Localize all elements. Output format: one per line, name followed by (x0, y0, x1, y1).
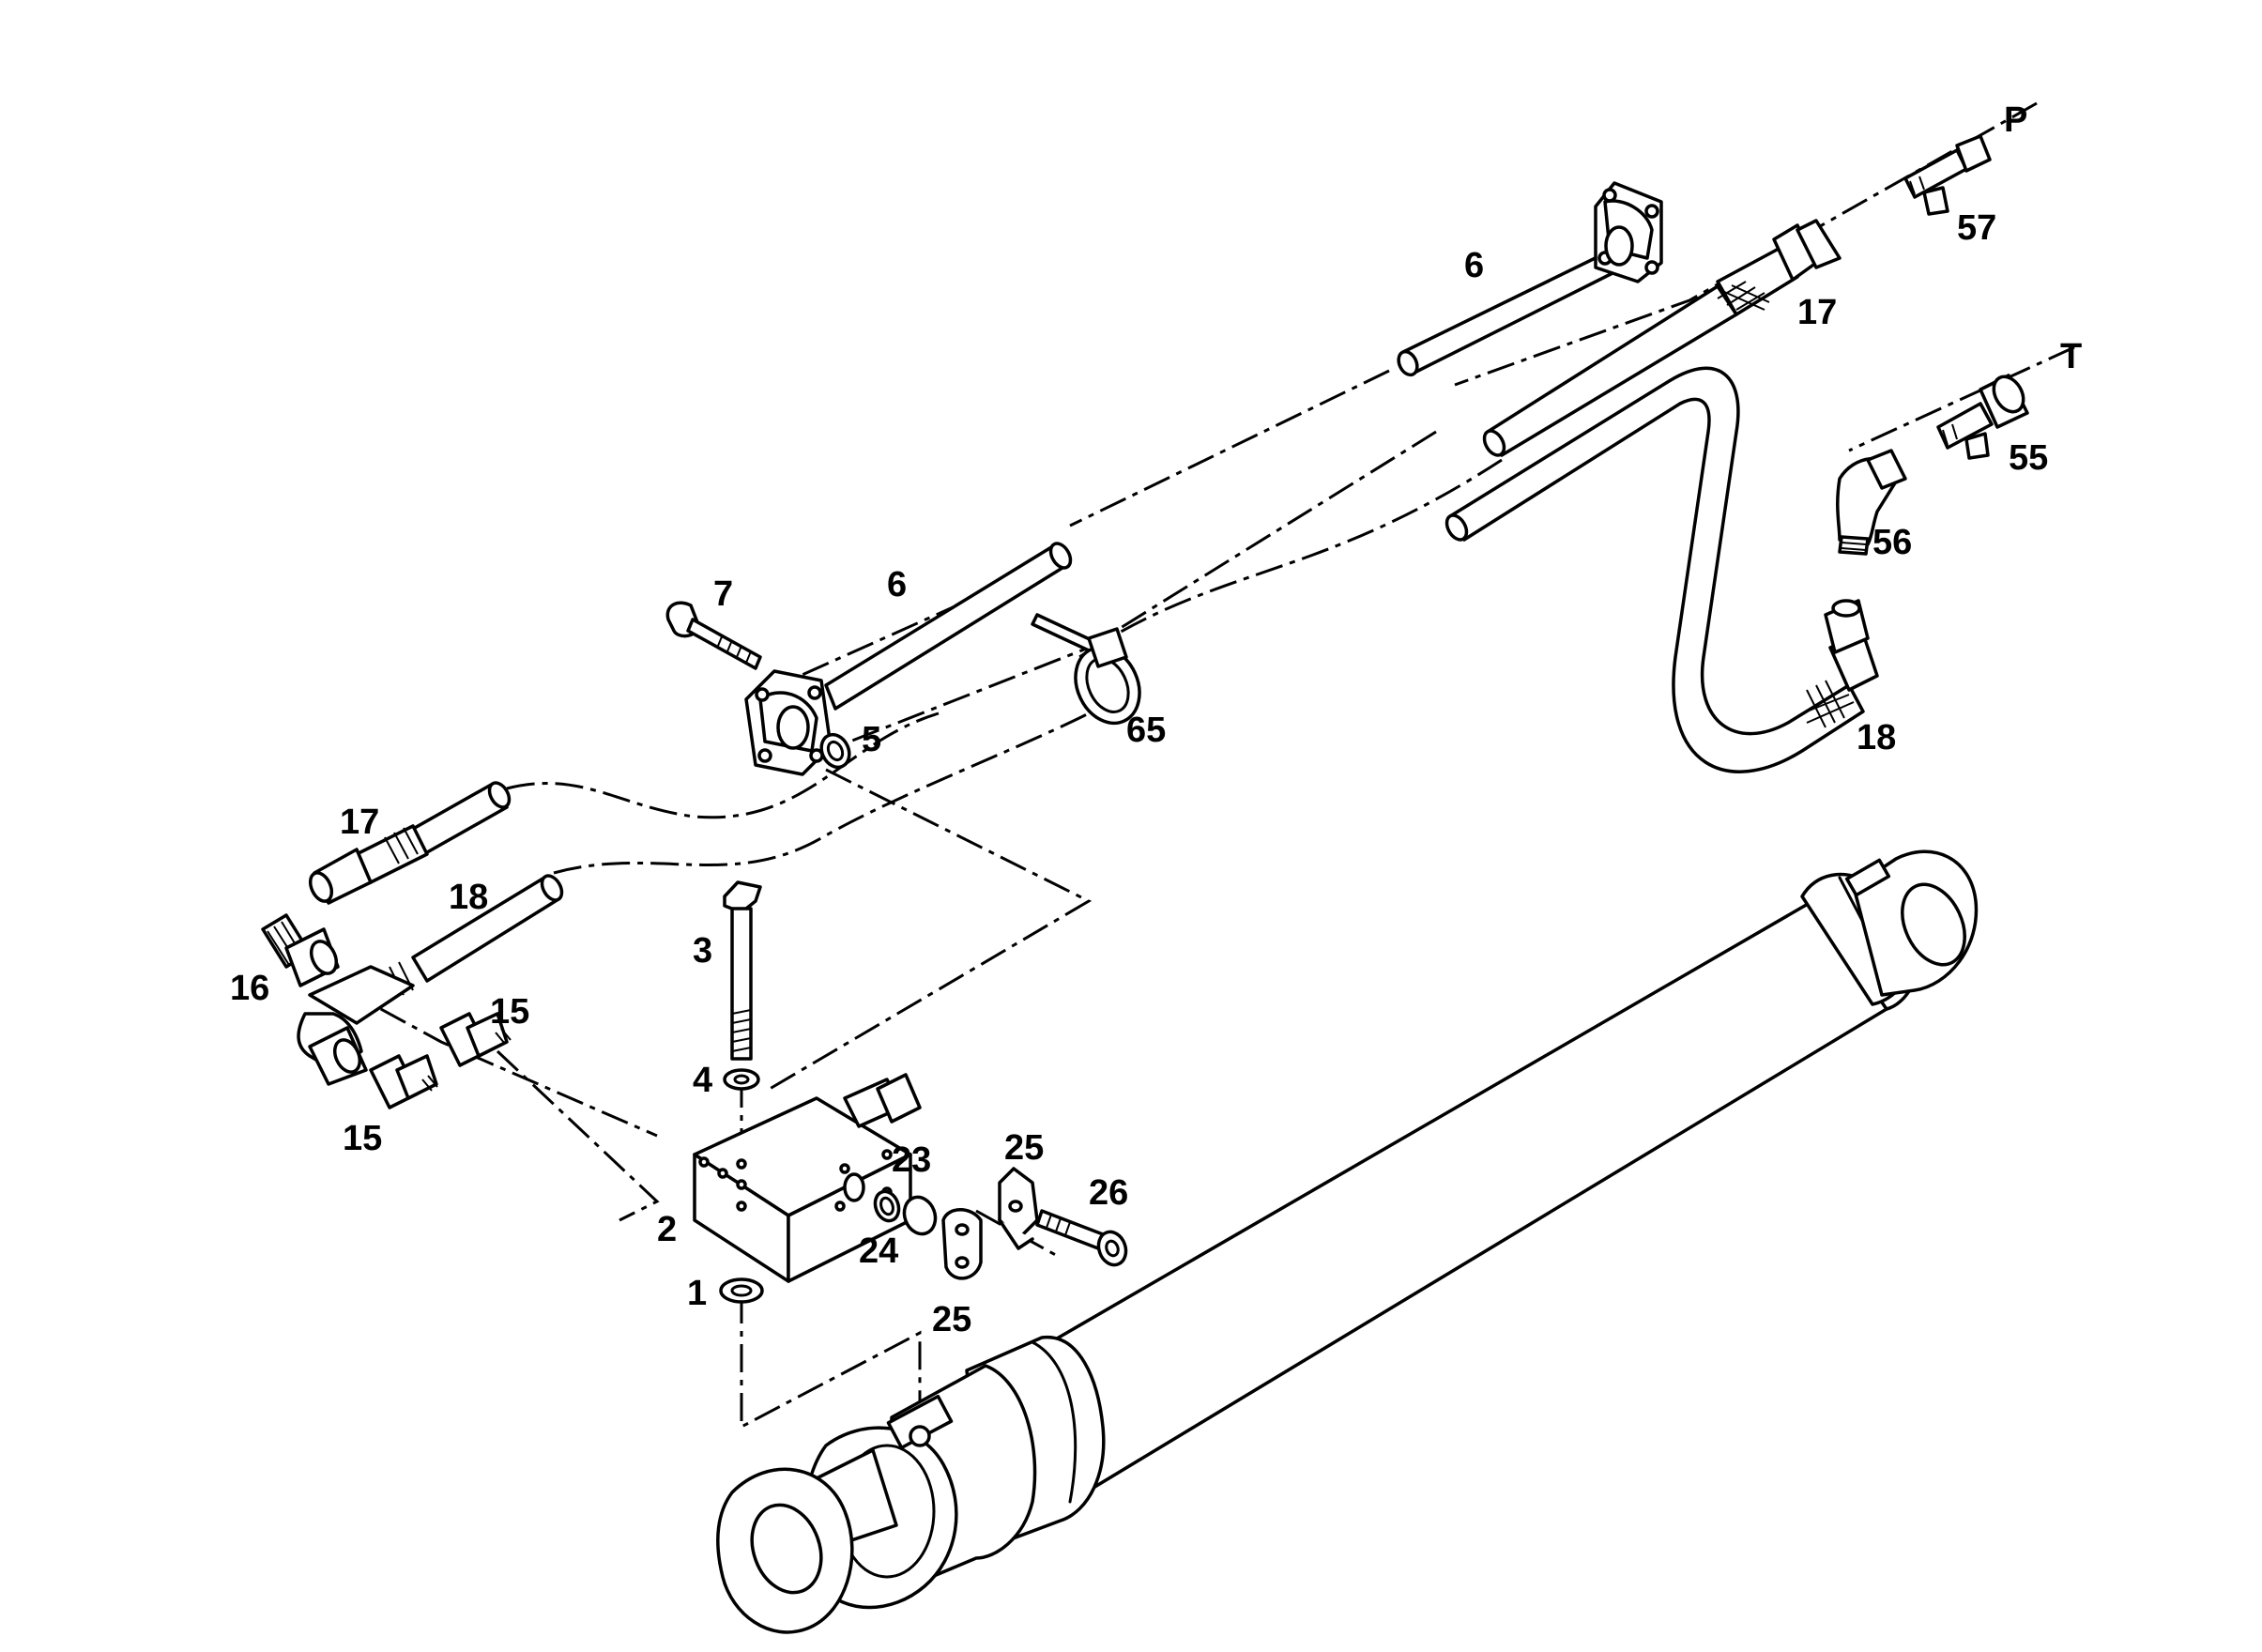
label-p: P (2004, 100, 2027, 140)
label-18-right: 18 (1857, 718, 1896, 757)
hydraulic-cylinder (716, 849, 1979, 1634)
seal-and-clamp-parts (873, 1167, 1128, 1280)
label-17-left: 17 (340, 803, 379, 842)
part-labels: P T 57 55 56 17 6 6 7 5 65 18 17 18 16 1… (230, 100, 2082, 1339)
bolt-3 (723, 880, 762, 1091)
label-18-left: 18 (449, 878, 488, 917)
oring-5 (819, 732, 851, 770)
label-6-mid: 6 (887, 565, 907, 604)
label-1: 1 (687, 1274, 707, 1313)
label-5: 5 (862, 720, 881, 759)
valve-block-2 (693, 1073, 922, 1304)
label-15-b: 15 (343, 1119, 382, 1158)
label-65: 65 (1126, 711, 1166, 750)
label-25-bottom: 25 (932, 1300, 971, 1339)
label-55: 55 (2009, 438, 2048, 478)
label-25-top: 25 (1004, 1128, 1044, 1168)
clamp-65 (1031, 613, 1141, 726)
label-2: 2 (657, 1210, 677, 1249)
label-57: 57 (1957, 208, 1996, 248)
label-26: 26 (1089, 1173, 1128, 1213)
label-24: 24 (859, 1231, 898, 1271)
label-3: 3 (693, 931, 712, 971)
hoses-top (1444, 219, 1879, 773)
flange-pipe-lower (665, 542, 1073, 776)
hoses-left (261, 781, 564, 1109)
label-16: 16 (230, 969, 269, 1008)
label-15-a: 15 (490, 992, 529, 1032)
label-56: 56 (1872, 523, 1912, 562)
label-6-top: 6 (1464, 246, 1484, 285)
fittings-top-right (1836, 134, 2029, 556)
flange-pipe-top (1397, 181, 1663, 377)
label-4: 4 (693, 1061, 712, 1100)
label-t: T (2060, 337, 2082, 376)
label-23: 23 (892, 1140, 931, 1180)
label-7: 7 (713, 574, 733, 614)
label-17-top: 17 (1797, 293, 1837, 332)
